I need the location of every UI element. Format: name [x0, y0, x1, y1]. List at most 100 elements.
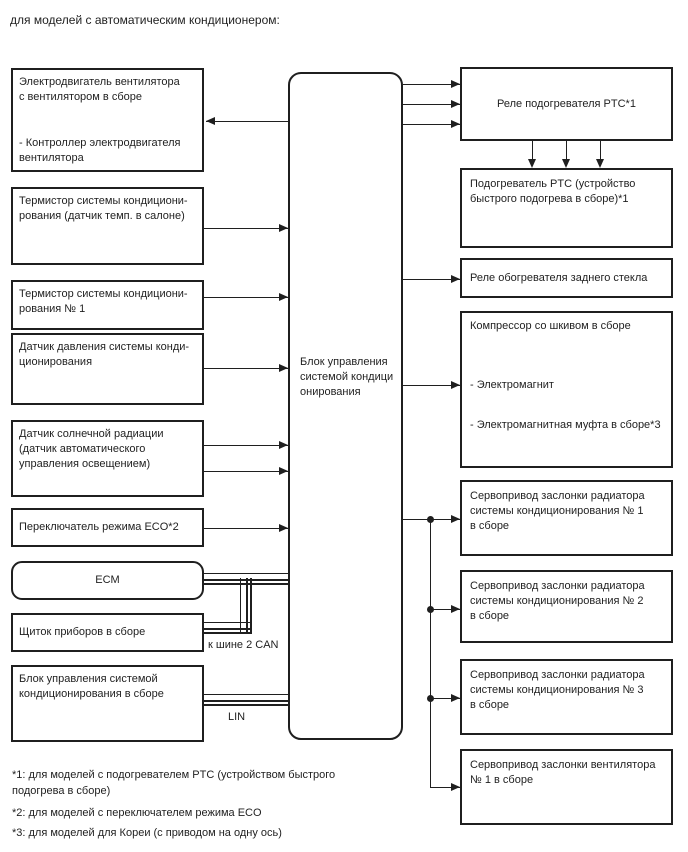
text-line: Блок управления системой	[19, 673, 158, 685]
connector-relay-to-heater-2	[566, 141, 567, 160]
box-ac-control-assembly: Блок управления системой кондиционирован…	[11, 665, 204, 742]
text-line: кондиционирования в сборе	[19, 688, 164, 700]
text-line: Термистор системы кондициони-	[19, 195, 188, 207]
connector-rear-defogger-relay	[403, 279, 460, 280]
arrowhead-right-icon	[279, 524, 288, 532]
footnote-1-line-1: *1: для моделей с подогревателем PTC (ус…	[12, 769, 336, 781]
connector-servo-3	[430, 698, 460, 699]
text-line: Сервопривод заслонки радиатора	[470, 580, 645, 592]
text-line: Датчик давления системы конди-	[19, 341, 190, 353]
box-servo-1: Сервопривод заслонки радиатора системы к…	[460, 480, 673, 556]
arrowhead-right-icon	[451, 120, 460, 128]
arrowhead-right-icon	[451, 275, 460, 283]
text-line: ECM	[95, 574, 120, 586]
text-line: - Электромагнитная муфта в сборе*3	[470, 419, 661, 431]
text-line: Реле обогревателя заднего стекла	[470, 271, 648, 284]
arrowhead-down-icon	[528, 159, 536, 168]
connector-thermistor-1	[204, 297, 288, 298]
text-line: Сервопривод заслонки вентилятора	[470, 759, 656, 771]
connector-to-fan-motor	[206, 121, 288, 122]
arrowhead-down-icon	[562, 159, 570, 168]
junction-dot	[427, 695, 434, 702]
text-line: рования № 1	[19, 303, 86, 315]
text-line: - Электромагнит	[470, 379, 554, 391]
footnote-3: *3: для моделей для Кореи (с приводом на…	[12, 827, 282, 839]
text-line: Компрессор со шкивом в сборе	[470, 320, 631, 332]
text-line: управления освещением)	[19, 458, 151, 470]
text-line: Подогреватель PTC (устройство	[470, 178, 636, 190]
box-rear-defogger-relay: Реле обогревателя заднего стекла	[460, 258, 673, 298]
box-eco-switch: Переключатель режима ECO*2	[11, 508, 204, 547]
arrowhead-right-icon	[279, 441, 288, 449]
footnote-1-line-2: подогрева в сборе)	[12, 785, 111, 797]
text-line: онирования	[300, 386, 361, 398]
connector-relay-to-heater-3	[600, 141, 601, 160]
connector-solar-a	[204, 445, 288, 446]
lin-bus	[204, 694, 290, 706]
text-line: Переключатель режима ECO*2	[19, 521, 179, 533]
text-line: Сервопривод заслонки радиатора	[470, 490, 645, 502]
connector-servo-2	[430, 609, 460, 610]
box-instrument-panel: Щиток приборов в сборе	[11, 613, 204, 652]
box-ac-control-unit: Блок управления системой кондици онирова…	[288, 72, 403, 740]
text-line: в сборе	[470, 699, 510, 711]
text-line: рования (датчик темп. в салоне)	[19, 210, 185, 222]
connector-ptc-relay-3	[403, 124, 460, 125]
box-compressor: Компрессор со шкивом в сборе - Электрома…	[460, 311, 673, 468]
text-line: № 1 в сборе	[470, 774, 534, 786]
text-line: Сервопривод заслонки радиатора	[470, 669, 645, 681]
box-servo-2: Сервопривод заслонки радиатора системы к…	[460, 570, 673, 643]
text-line: системы кондиционирования № 1	[470, 505, 644, 517]
connector-thermistor-cabin	[204, 228, 288, 229]
text-line: в сборе	[470, 520, 510, 532]
connector-pressure-sensor	[204, 368, 288, 369]
connector-relay-to-heater-1	[532, 141, 533, 160]
junction-dot	[427, 516, 434, 523]
connector-ptc-relay-1	[403, 84, 460, 85]
arrowhead-right-icon	[451, 694, 460, 702]
connector-compressor	[403, 385, 460, 386]
can-bus-label: к шине 2 CAN	[208, 639, 279, 651]
arrowhead-right-icon	[451, 80, 460, 88]
arrowhead-left-icon	[206, 117, 215, 125]
text-line: системы кондиционирования № 2	[470, 595, 644, 607]
junction-dot	[427, 606, 434, 613]
footnote-2: *2: для моделей с переключателем режима …	[12, 807, 262, 819]
box-pressure-sensor: Датчик давления системы конди- ционирова…	[11, 333, 204, 405]
text-line: в сборе	[470, 610, 510, 622]
arrowhead-right-icon	[279, 467, 288, 475]
text-line: Щиток приборов в сборе	[19, 626, 146, 638]
text-line: ционирования	[19, 356, 93, 368]
text-line: Блок управления	[300, 356, 388, 368]
arrowhead-right-icon	[451, 381, 460, 389]
can-bus-instrument-panel	[204, 622, 252, 634]
connector-eco-switch	[204, 528, 288, 529]
text-line: Датчик солнечной радиации	[19, 428, 164, 440]
text-line: системы кондиционирования № 3	[470, 684, 644, 696]
arrowhead-down-icon	[596, 159, 604, 168]
arrowhead-right-icon	[279, 293, 288, 301]
text-line: системой кондици	[300, 371, 394, 383]
arrowhead-right-icon	[451, 605, 460, 613]
arrowhead-right-icon	[279, 224, 288, 232]
arrowhead-right-icon	[451, 783, 460, 791]
arrowhead-right-icon	[279, 364, 288, 372]
box-ptc-relay: Реле подогревателя PTC*1	[460, 67, 673, 141]
text-line: Электродвигатель вентилятора	[19, 76, 180, 88]
can-bus-branch	[240, 578, 252, 634]
box-fan-motor: Электродвигатель вентилятора с вентилято…	[11, 68, 204, 172]
box-thermistor-1: Термистор системы кондициони- рования № …	[11, 280, 204, 330]
center-unit-label: Блок управления системой кондици онирова…	[300, 355, 393, 400]
connector-fan-servo	[430, 787, 460, 788]
text-line: быстрого подогрева в сборе)*1	[470, 193, 629, 205]
box-servo-3: Сервопривод заслонки радиатора системы к…	[460, 659, 673, 735]
text-line: с вентилятором в сборе	[19, 91, 142, 103]
box-thermistor-cabin: Термистор системы кондициони- рования (д…	[11, 187, 204, 265]
box-ptc-heater: Подогреватель PTC (устройство быстрого п…	[460, 168, 673, 248]
lin-bus-label: LIN	[228, 711, 246, 723]
box-solar-sensor: Датчик солнечной радиации (датчик автома…	[11, 420, 204, 497]
box-ecm: ECM	[11, 561, 204, 600]
text-line: (датчик автоматического	[19, 443, 146, 455]
connector-solar-b	[204, 471, 288, 472]
